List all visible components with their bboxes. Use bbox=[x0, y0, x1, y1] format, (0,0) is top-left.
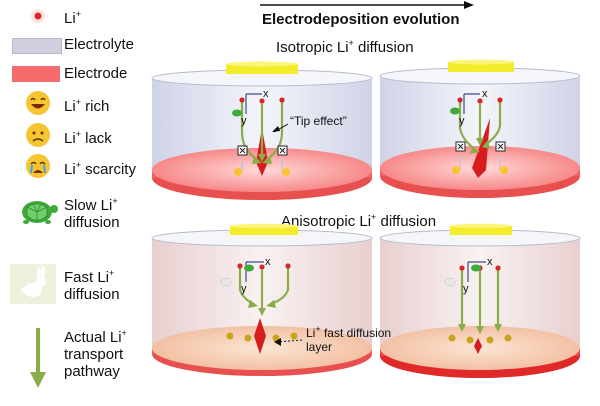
anisotropic-title: Anisotropic Li+ diffusion bbox=[281, 212, 437, 230]
pathway-arrow-icon bbox=[30, 328, 46, 388]
isotropic-title: Isotropic Li+ diffusion bbox=[276, 38, 414, 56]
axis-y-label: y bbox=[241, 115, 247, 127]
axis-x-label: x bbox=[487, 256, 493, 268]
axis-x-label: x bbox=[263, 88, 269, 100]
turtle-markers bbox=[232, 107, 481, 272]
legend-electrode: Electrode bbox=[64, 65, 128, 82]
sad-face-icon bbox=[26, 123, 50, 147]
turtle-icon bbox=[22, 201, 58, 224]
axis-x-label: x bbox=[482, 88, 488, 100]
rabbit-markers bbox=[220, 277, 456, 287]
tip-effect-arrowhead bbox=[272, 126, 280, 132]
axis-x-label: x bbox=[265, 256, 271, 268]
tip-effect-label: “Tip effect” bbox=[290, 114, 347, 128]
legend-slow-diffusion: Slow Li+diffusion bbox=[64, 196, 120, 231]
legend-li-lack: Li+ lack bbox=[64, 129, 112, 147]
electrolyte-swatch bbox=[12, 38, 62, 54]
legend-li-ion: Li+ bbox=[64, 9, 81, 27]
happy-face-icon bbox=[26, 91, 50, 115]
rabbit-icon bbox=[10, 264, 56, 304]
axis-y-label: y bbox=[459, 115, 465, 127]
fast-layer-arrowhead bbox=[274, 338, 281, 346]
li-ion-icon bbox=[31, 9, 45, 23]
face-markers bbox=[226, 166, 512, 344]
faint-arrows bbox=[241, 156, 501, 172]
crying-face-icon bbox=[26, 154, 50, 178]
electrode-swatch bbox=[12, 66, 60, 82]
legend-li-scarcity: Li+ scarcity bbox=[64, 160, 136, 178]
cross-markers bbox=[237, 141, 506, 156]
axis-y-label: y bbox=[241, 283, 247, 295]
axis-y-label: y bbox=[463, 283, 469, 295]
li-ions bbox=[237, 97, 503, 271]
evolution-title: Electrodeposition evolution bbox=[262, 11, 460, 28]
evolution-arrow-icon bbox=[260, 1, 474, 9]
legend-fast-diffusion: Fast Li+diffusion bbox=[64, 268, 120, 303]
legend-electrolyte: Electrolyte bbox=[64, 36, 135, 53]
pathway-heads bbox=[248, 138, 502, 334]
legend-li-rich: Li+ rich bbox=[64, 97, 110, 115]
